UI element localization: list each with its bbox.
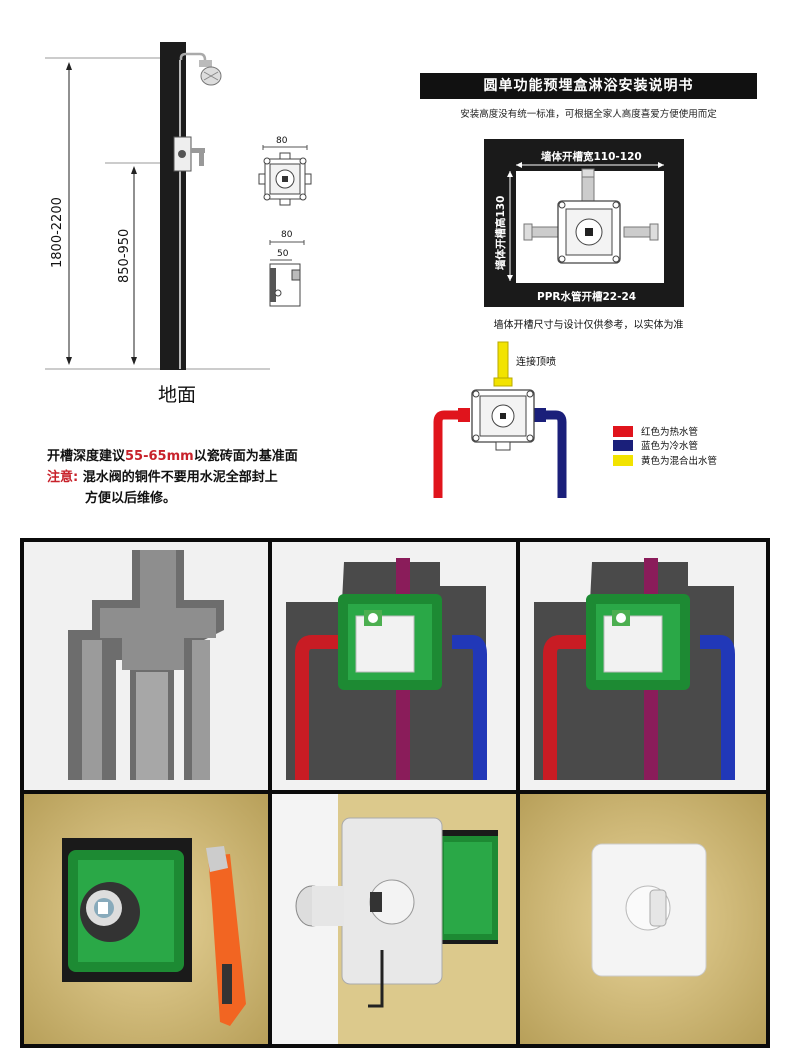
front-width-label: 80	[276, 136, 288, 146]
step-finished-image	[520, 794, 766, 1044]
step-panel-install-image	[272, 794, 516, 1044]
legend-mixed: 黄色为混合出水管	[613, 453, 717, 467]
wall-slot-diagram: 墙体开槽宽110-120 PPR水管开槽22-24	[484, 139, 684, 307]
floor-label: 地面	[158, 384, 197, 406]
embed-box-front-view	[258, 145, 312, 206]
shower-arm	[179, 52, 207, 61]
groove-depth-note: 开槽深度建议55-65mm以瓷砖面为基准面	[47, 445, 298, 464]
pipe-connection-diagram	[433, 341, 567, 498]
legend-swatch-mixed	[613, 454, 633, 466]
legend-swatch-hot	[613, 425, 633, 437]
legend-cold: 蓝色为冷水管	[613, 438, 698, 452]
slot-height-label: 墙体开槽高130	[495, 195, 507, 270]
notice-line2: 方便以后维修。	[85, 491, 177, 506]
legend-hot: 红色为热水管	[613, 424, 698, 438]
side-depth-label: 50	[277, 249, 289, 259]
notice-label: 注意:	[47, 470, 79, 485]
step-tile-cut-image	[24, 794, 268, 1044]
wall	[160, 42, 186, 370]
slot-geometry	[507, 162, 664, 283]
legend-label-cold: 蓝色为冷水管	[641, 441, 699, 452]
step-box-installed-image	[520, 542, 766, 790]
groove-prefix: 开槽深度建议	[47, 449, 126, 464]
manual-subtitle: 安装高度没有统一标准，可根据全家人高度喜爱方便使用而定	[460, 109, 717, 120]
notice-line1: 混水阀的铜件不要用水泥全部封上	[82, 470, 278, 485]
slot-width-label: 墙体开槽宽110-120	[541, 151, 642, 163]
total-height-label: 1800-2200	[50, 197, 65, 268]
groove-value: 55-65mm	[125, 449, 194, 464]
shower-connector	[199, 60, 212, 67]
step-box-pipes-image	[272, 542, 516, 790]
pipe-slot-label: PPR水管开槽22-24	[537, 291, 637, 303]
step-wall-slot-image	[24, 542, 268, 790]
height-diagram	[45, 42, 270, 370]
legend-label-mixed: 黄色为混合出水管	[641, 456, 718, 467]
shower-connect-label: 连接顶喷	[516, 357, 556, 368]
embed-box-side-view	[269, 240, 305, 307]
legend-swatch-cold	[613, 439, 633, 451]
manual-title: 圆单功能预埋盒淋浴安装说明书	[420, 73, 757, 99]
notice: 注意: 混水阀的铜件不要用水泥全部封上 方便以后维修。	[47, 467, 278, 509]
installation-steps-gallery	[20, 538, 770, 1048]
side-width-label: 80	[281, 230, 293, 240]
groove-suffix: 以瓷砖面为基准面	[193, 449, 298, 464]
slot-note: 墙体开槽尺寸与设计仅供参考，以实体为准	[493, 320, 684, 331]
valve-height-label: 850-950	[117, 228, 132, 283]
legend-label-hot: 红色为热水管	[641, 427, 699, 438]
installation-manual: 1800-2200 850-950 地面 80 80 50 圆单功能预埋盒淋浴安…	[45, 42, 757, 509]
